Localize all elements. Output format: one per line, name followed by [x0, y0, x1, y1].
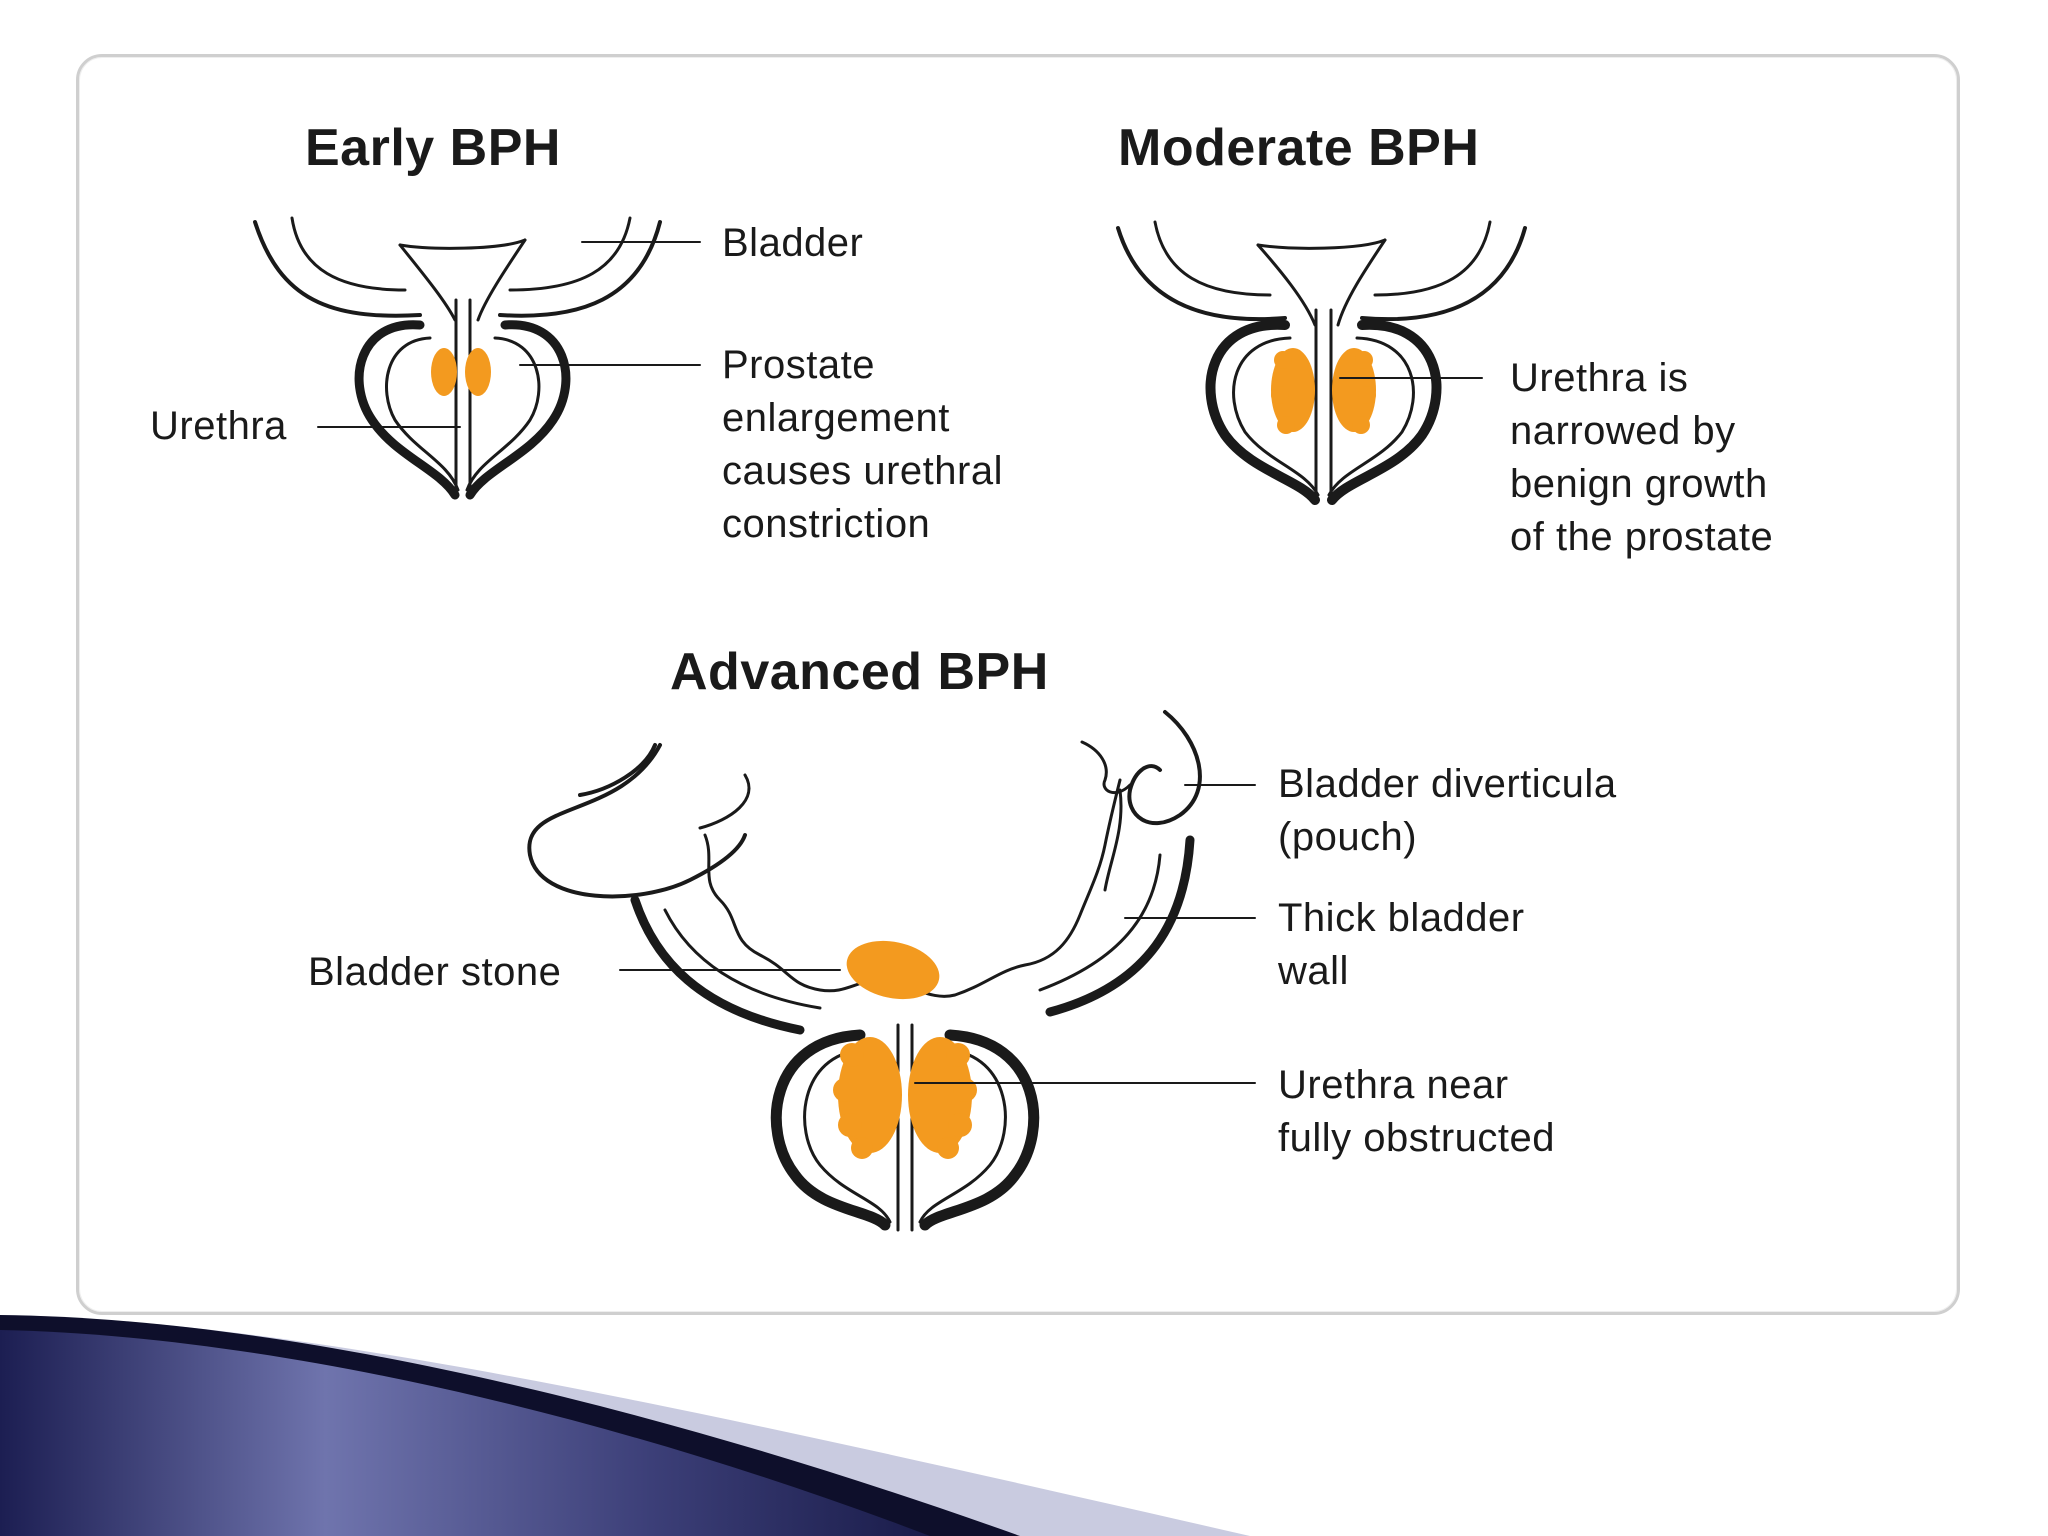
label-prostate-enlargement: Prostate enlargement causes urethral con… — [722, 339, 1003, 551]
label-bladder: Bladder — [722, 217, 863, 270]
label-thick-bladder-wall: Thick bladder wall — [1278, 892, 1525, 998]
bladder-stone — [841, 933, 945, 1007]
early-bph-diagram — [255, 218, 700, 495]
advanced-bph-diagram — [529, 712, 1255, 1230]
moderate-bph-title: Moderate BPH — [1118, 118, 1479, 178]
early-bph-title: Early BPH — [305, 118, 561, 178]
label-bladder-stone: Bladder stone — [308, 946, 561, 999]
advanced-bph-title: Advanced BPH — [670, 642, 1049, 702]
advanced-prostate-tissue — [833, 1037, 977, 1159]
early-prostate-tissue — [431, 348, 491, 396]
moderate-bph-diagram — [1118, 222, 1525, 500]
label-bladder-diverticula: Bladder diverticula (pouch) — [1278, 758, 1617, 864]
label-urethra-narrowed: Urethra is narrowed by benign growth of … — [1510, 352, 1773, 564]
label-urethra: Urethra — [150, 400, 287, 453]
label-urethra-obstructed: Urethra near fully obstructed — [1278, 1059, 1555, 1165]
moderate-prostate-tissue — [1271, 348, 1376, 434]
